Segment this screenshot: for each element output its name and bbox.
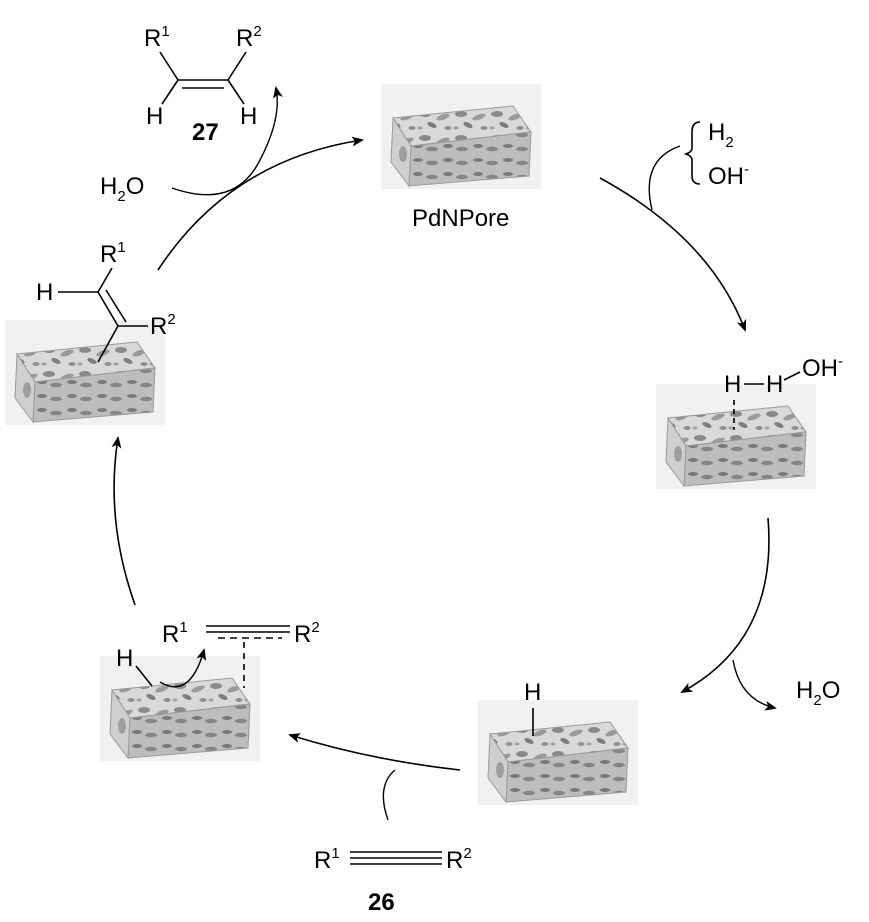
cycle-arrow-bottom xyxy=(288,733,461,771)
cycle-arrow-top-right xyxy=(599,177,747,332)
compound-number-26: 26 xyxy=(368,889,395,916)
vinyl-double-bond-1 xyxy=(97,291,119,327)
alkene-c2-r2-bond xyxy=(227,51,247,81)
complex-h-atom-1: H xyxy=(724,371,741,398)
vinyl-h-atom: H xyxy=(36,279,53,306)
alkene-h-left: H xyxy=(146,103,163,130)
vinyl-r1: R1 xyxy=(100,239,126,268)
cycle-arrow-top-left xyxy=(157,136,364,271)
catalyst-h2-complex xyxy=(655,383,817,490)
alkene-c1-h-bond xyxy=(161,79,179,105)
complex-hydroxide: OH- xyxy=(802,353,843,382)
catalyst-pd-hydride xyxy=(477,699,639,806)
alkene-r2: R2 xyxy=(236,23,262,52)
complex-alkyne-r1: R1 xyxy=(162,619,188,648)
reagent-brace xyxy=(683,121,701,185)
complex-pd-h-bond xyxy=(135,665,153,687)
alkene-h-right: H xyxy=(240,103,257,130)
vinyl-c-pd-bond xyxy=(97,325,119,363)
alkene-c1-r1-bond xyxy=(159,51,179,81)
complex-alkyne-r2: R2 xyxy=(294,619,320,648)
cycle-arrow-right xyxy=(680,517,770,693)
water-reagent-top: H2O xyxy=(100,173,144,205)
complex-h-atom-2: H xyxy=(766,371,783,398)
alkyne-r2: R2 xyxy=(446,845,472,874)
vinyl-r2: R2 xyxy=(150,311,176,340)
alkene-c2-h-bond xyxy=(227,79,245,105)
reagent-h2-label: H2 xyxy=(708,119,734,151)
water-out-arrow xyxy=(732,659,777,711)
catalyst-vinyl-pd xyxy=(4,319,166,426)
complex-h-atom: H xyxy=(116,645,133,672)
alkyne-in-arrow xyxy=(382,769,396,821)
reagent-in-arrow-h2 xyxy=(648,145,681,211)
catalyst-name-label: PdNPore xyxy=(412,205,509,232)
vinyl-c-r1-bond xyxy=(97,267,113,293)
compound-number-27: 27 xyxy=(192,119,219,146)
hydride-migration-arrow xyxy=(159,648,207,688)
water-byproduct-right: H2O xyxy=(796,677,840,709)
h-oh-bond xyxy=(783,371,801,381)
cycle-arrow-left xyxy=(111,436,136,606)
catalyst-pdnpore-top xyxy=(380,83,542,190)
alkene-r1: R1 xyxy=(144,23,170,52)
alkyne-r1: R1 xyxy=(314,845,340,874)
hydride-h-atom: H xyxy=(524,679,541,706)
vinyl-double-bond-2 xyxy=(105,289,127,323)
reagent-hydroxide-label: OH- xyxy=(708,161,749,190)
product-out-arrow xyxy=(171,86,283,196)
